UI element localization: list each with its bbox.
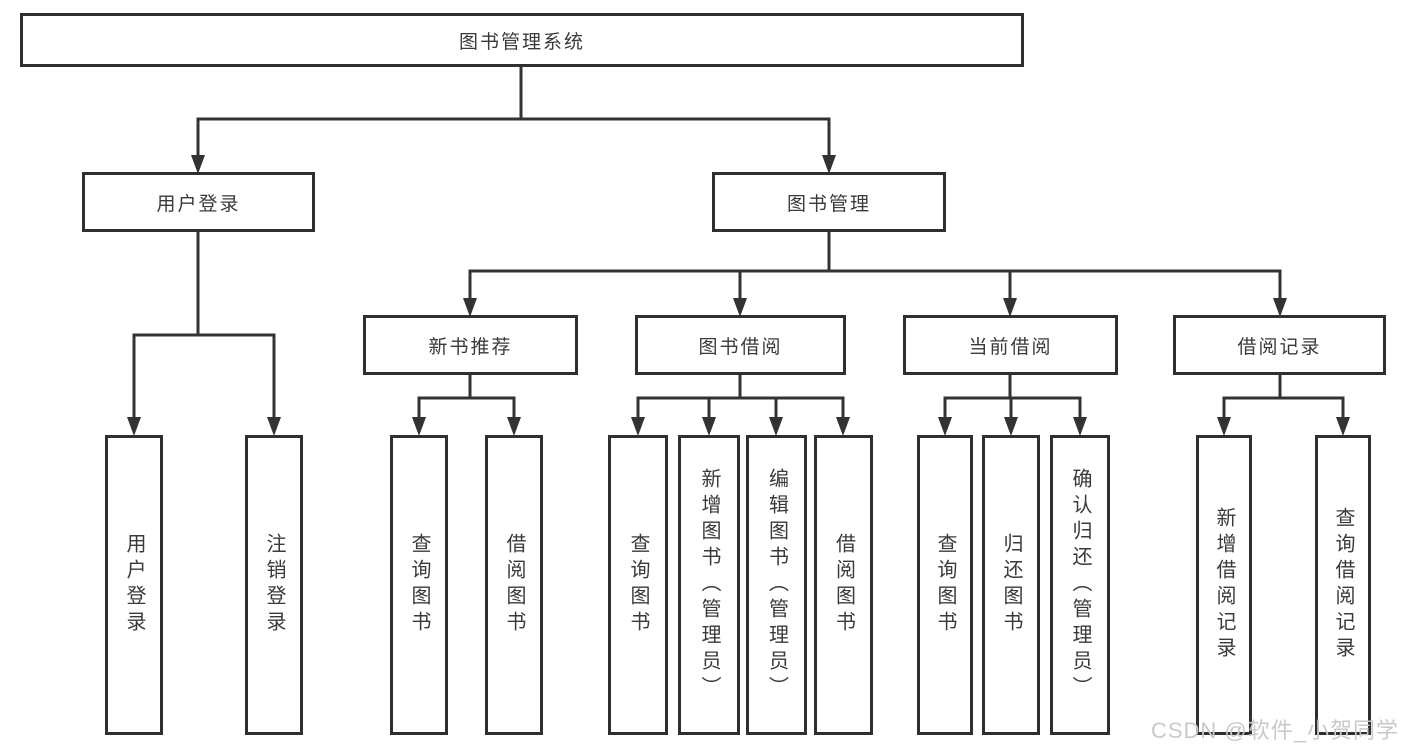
leaf-borrow-books: 借阅图书: [814, 435, 873, 735]
leaf-confirm-return-admin: 确认归还（管理员）: [1050, 435, 1110, 735]
leaf-logout: 注销登录: [245, 435, 303, 735]
node-library-system: 图书管理系统: [20, 13, 1024, 67]
connector-borrow-records-to-leaves: [1217, 373, 1350, 436]
node-current-borrow-label: 当前借阅: [968, 336, 1053, 358]
node-book-management: 图书管理: [712, 172, 946, 232]
connector-root-to-level2: [191, 65, 836, 174]
node-borrow-records-label: 借阅记录: [1237, 336, 1322, 358]
leaf-add-borrow-record-label: 新增借阅记录: [1213, 507, 1235, 663]
watermark: CSDN @软件_小贺同学: [1150, 718, 1399, 743]
connector-user-login-to-leaves: [127, 230, 281, 436]
node-library-system-label: 图书管理系统: [458, 31, 585, 53]
leaf-add-borrow-record: 新增借阅记录: [1196, 435, 1252, 735]
leaf-return-books: 归还图书: [982, 435, 1040, 735]
node-book-management-label: 图书管理: [786, 193, 871, 215]
leaf-query-books-current-label: 查询图书: [934, 533, 956, 637]
node-book-borrow: 图书借阅: [635, 315, 846, 375]
connector-book-borrow-to-leaves: [631, 373, 850, 436]
node-current-borrow: 当前借阅: [903, 315, 1118, 375]
connector-new-book-to-leaves: [412, 373, 521, 436]
node-new-book-recommend: 新书推荐: [363, 315, 578, 375]
leaf-add-book-admin: 新增图书（管理员）: [678, 435, 740, 735]
node-borrow-records: 借阅记录: [1173, 315, 1386, 375]
leaf-query-borrow-record: 查询借阅记录: [1315, 435, 1371, 735]
leaf-query-books-current: 查询图书: [917, 435, 973, 735]
connector-book-management-to-level3: [463, 230, 1287, 317]
leaf-user-login-label: 用户登录: [123, 533, 145, 637]
leaf-borrow-books-label: 借阅图书: [832, 533, 855, 637]
leaf-query-books-borrow-label: 查询图书: [627, 533, 649, 637]
leaf-logout-label: 注销登录: [263, 533, 285, 637]
leaf-query-books-recommend-label: 查询图书: [408, 533, 430, 637]
leaf-query-borrow-record-label: 查询借阅记录: [1332, 507, 1354, 663]
leaf-borrow-books-recommend: 借阅图书: [485, 435, 543, 735]
connector-current-borrow-to-leaves: [938, 373, 1087, 436]
leaf-add-book-admin-label: 新增图书（管理员）: [698, 468, 720, 702]
node-book-borrow-label: 图书借阅: [698, 336, 783, 358]
leaf-query-books-recommend: 查询图书: [390, 435, 448, 735]
leaf-edit-book-admin: 编辑图书（管理员）: [746, 435, 807, 735]
leaf-confirm-return-admin-label: 确认归还（管理员）: [1069, 468, 1091, 702]
node-user-login-label: 用户登录: [156, 193, 241, 215]
leaf-borrow-books-recommend-label: 借阅图书: [503, 533, 525, 637]
leaf-edit-book-admin-label: 编辑图书（管理员）: [765, 468, 788, 702]
node-user-login: 用户登录: [82, 172, 315, 232]
leaf-return-books-label: 归还图书: [1000, 533, 1022, 637]
leaf-user-login: 用户登录: [105, 435, 163, 735]
node-new-book-recommend-label: 新书推荐: [428, 336, 513, 358]
leaf-query-books-borrow: 查询图书: [608, 435, 668, 735]
